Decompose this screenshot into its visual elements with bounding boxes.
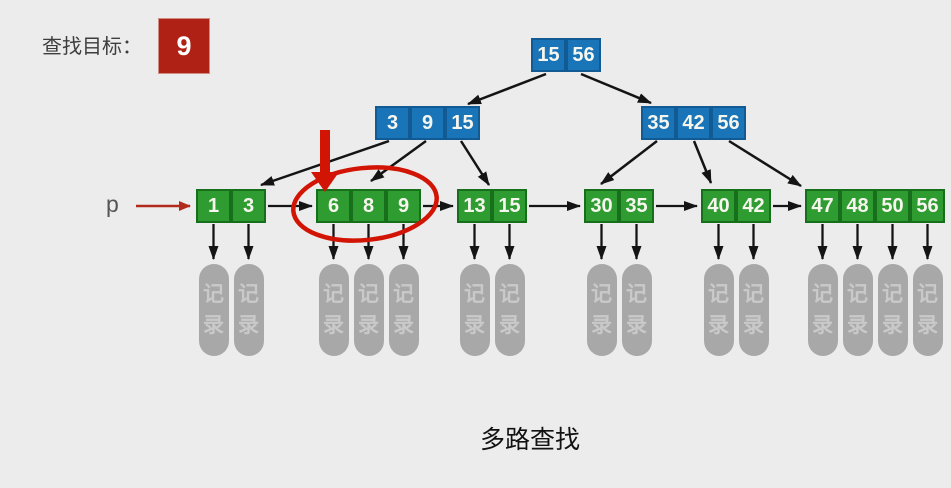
record-label-char: 记 [708, 283, 729, 306]
key-cell-40: 40 [701, 189, 736, 223]
key-cell-15: 15 [531, 38, 566, 72]
key-cell-35: 35 [619, 189, 654, 223]
key-cell-3: 3 [375, 106, 410, 140]
record-label-char: 录 [743, 314, 764, 337]
record-label-char: 录 [882, 314, 903, 337]
edge-left-to-leaf3 [459, 140, 491, 186]
record-label-char: 录 [393, 314, 414, 337]
key-cell-56: 56 [566, 38, 601, 72]
record-label-char: 录 [323, 314, 344, 337]
key-cell-50: 50 [875, 189, 910, 223]
record-blob-for-key-1: 记录 [198, 264, 229, 356]
record-label-char: 录 [203, 314, 224, 337]
record-blob-for-key-13: 记录 [459, 264, 490, 356]
record-blob-for-key-3: 记录 [233, 264, 264, 356]
record-blob-for-key-6: 记录 [318, 264, 349, 356]
search-target-label: 查找目标： [42, 36, 142, 58]
key-cell-56: 56 [910, 189, 945, 223]
record-blob-for-key-50: 记录 [877, 264, 908, 356]
record-label-char: 记 [393, 283, 414, 306]
key-cell-48: 48 [840, 189, 875, 223]
edge-root-to-right [580, 72, 652, 105]
record-label-char: 录 [917, 314, 938, 337]
edge-right-to-leaf4 [600, 140, 658, 185]
key-cell-42: 42 [736, 189, 771, 223]
record-label-char: 录 [591, 314, 612, 337]
record-label-char: 录 [358, 314, 379, 337]
record-blob-for-key-40: 记录 [703, 264, 734, 356]
key-cell-6: 6 [316, 189, 351, 223]
record-blob-for-key-8: 记录 [353, 264, 384, 356]
record-label-char: 记 [917, 283, 938, 306]
edge-right-to-leaf6 [728, 139, 802, 188]
record-label-char: 录 [238, 314, 259, 337]
record-blob-for-key-48: 记录 [842, 264, 873, 356]
red-down-arrow-annotation [311, 130, 339, 192]
record-label-char: 记 [626, 283, 647, 306]
record-label-char: 记 [591, 283, 612, 306]
key-cell-9: 9 [410, 106, 445, 140]
record-blob-for-key-47: 记录 [807, 264, 838, 356]
record-label-char: 记 [743, 283, 764, 306]
search-target-value-box: 9 [158, 18, 210, 74]
edge-left-to-leaf1 [260, 139, 390, 187]
record-label-char: 录 [464, 314, 485, 337]
record-label-char: 录 [812, 314, 833, 337]
record-blob-for-key-9: 记录 [388, 264, 419, 356]
diagram-caption: 多路查找 [479, 426, 580, 454]
record-label-char: 录 [626, 314, 647, 337]
edge-root-to-left [467, 72, 547, 106]
record-blob-for-key-35: 记录 [621, 264, 652, 356]
pointer-p-label: p [106, 191, 119, 217]
edge-right-to-leaf5 [692, 140, 713, 184]
record-label-char: 记 [323, 283, 344, 306]
record-blob-for-key-56: 记录 [912, 264, 943, 356]
record-label-char: 录 [847, 314, 868, 337]
record-label-char: 记 [203, 283, 224, 306]
key-cell-15: 15 [445, 106, 480, 140]
key-cell-3: 3 [231, 189, 266, 223]
record-blob-for-key-15: 记录 [494, 264, 525, 356]
record-label-char: 记 [464, 283, 485, 306]
key-cell-56: 56 [711, 106, 746, 140]
record-label-char: 记 [499, 283, 520, 306]
record-label-char: 记 [882, 283, 903, 306]
record-blob-for-key-42: 记录 [738, 264, 769, 356]
record-label-char: 记 [847, 283, 868, 306]
record-label-char: 记 [358, 283, 379, 306]
record-label-char: 录 [708, 314, 729, 337]
key-cell-35: 35 [641, 106, 676, 140]
record-label-char: 记 [812, 283, 833, 306]
key-cell-30: 30 [584, 189, 619, 223]
key-cell-42: 42 [676, 106, 711, 140]
record-label-char: 录 [499, 314, 520, 337]
record-label-char: 记 [238, 283, 259, 306]
key-cell-47: 47 [805, 189, 840, 223]
key-cell-9: 9 [386, 189, 421, 223]
key-cell-1: 1 [196, 189, 231, 223]
record-blob-for-key-30: 记录 [586, 264, 617, 356]
edge-left-to-leaf2 [370, 139, 427, 183]
key-cell-15: 15 [492, 189, 527, 223]
key-cell-8: 8 [351, 189, 386, 223]
key-cell-13: 13 [457, 189, 492, 223]
